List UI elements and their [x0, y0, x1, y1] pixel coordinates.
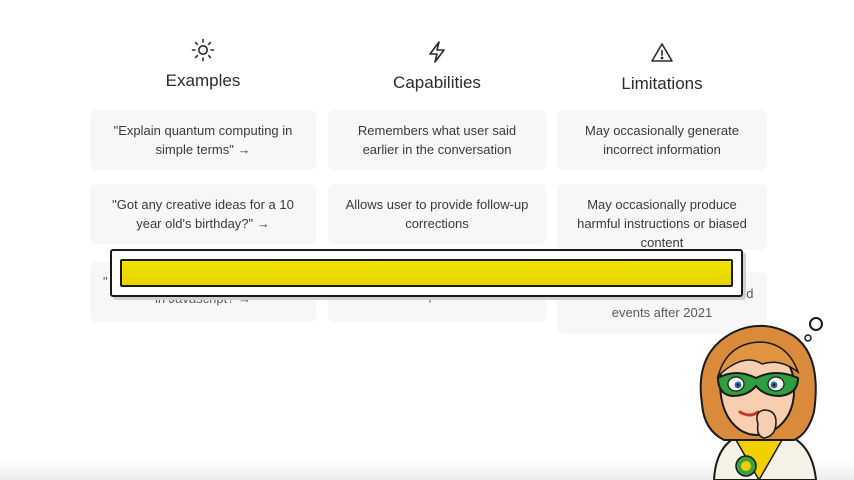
floor-shadow	[0, 460, 854, 480]
example-card-1-text: "Explain quantum computing in simple ter…	[113, 123, 293, 157]
limitation-card-1-text: May occasionally generate incorrect info…	[585, 123, 739, 157]
superhero-mascot-icon	[684, 312, 834, 480]
example-card-2-text: "Got any creative ideas for a 10 year ol…	[112, 197, 294, 231]
capability-card-2-text: Allows user to provide follow-up correct…	[345, 197, 529, 231]
example-card-1[interactable]: "Explain quantum computing in simple ter…	[90, 110, 316, 170]
capability-card-1: Remembers what user said earlier in the …	[328, 110, 546, 170]
limitation-card-2: May occasionally produce harmful instruc…	[557, 184, 767, 250]
example-card-3-partial-quote: "	[103, 274, 108, 289]
capability-card-1-text: Remembers what user said earlier in the …	[357, 123, 517, 157]
limitations-title: Limitations	[621, 74, 703, 93]
lightning-icon	[328, 38, 546, 66]
capabilities-title: Capabilities	[393, 73, 481, 92]
example-card-2[interactable]: "Got any creative ideas for a 10 year ol…	[90, 184, 316, 244]
progress-fill	[122, 261, 731, 285]
capability-card-2: Allows user to provide follow-up correct…	[328, 184, 546, 244]
examples-column: Examples	[90, 36, 316, 92]
progress-track	[120, 259, 733, 287]
limitation-card-2-text: May occasionally produce harmful instruc…	[577, 197, 747, 250]
capabilities-column: Capabilities	[328, 36, 546, 94]
sun-icon	[90, 36, 316, 64]
limitation-card-3-text: events after 2021	[611, 305, 713, 320]
limitations-column: Limitations	[557, 36, 767, 95]
examples-title: Examples	[165, 71, 241, 90]
progress-bar	[110, 249, 743, 297]
warning-icon	[557, 39, 767, 67]
limitation-card-1: May occasionally generate incorrect info…	[557, 110, 767, 170]
